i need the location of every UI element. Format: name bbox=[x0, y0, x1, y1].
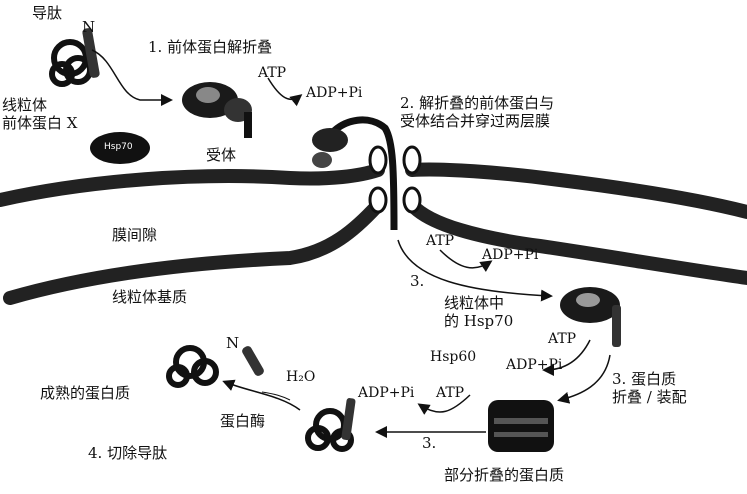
label-n-terminus-bottom: N bbox=[226, 334, 239, 352]
label-peptidase: 蛋白酶 bbox=[220, 412, 265, 430]
arrow-partial-to-mature bbox=[225, 382, 300, 410]
arrow-h2o bbox=[262, 392, 290, 400]
label-step2: 2. 解折叠的前体蛋白与 受体结合并穿过两层膜 bbox=[400, 94, 554, 130]
label-partially-folded: 部分折叠的蛋白质 bbox=[444, 466, 564, 484]
label-adp2: ADP+Pi bbox=[482, 246, 538, 264]
label-step4: 4. 切除导肽 bbox=[88, 444, 167, 462]
label-receptor: 受体 bbox=[206, 146, 236, 164]
label-adp3: ADP+Pi bbox=[506, 356, 562, 374]
hsp60-barrel-icon bbox=[488, 400, 554, 452]
label-precursor-x: 线粒体 前体蛋白 X bbox=[2, 96, 77, 132]
label-atp3: ATP bbox=[548, 330, 576, 348]
label-step3c: 3. bbox=[422, 434, 436, 452]
label-atp2: ATP bbox=[426, 232, 454, 250]
label-step3b: 3. 蛋白质 折叠 / 装配 bbox=[612, 370, 687, 406]
arrow-to-hsp60 bbox=[560, 355, 610, 400]
inner-membrane bbox=[10, 205, 747, 298]
label-step3a: 3. bbox=[410, 272, 424, 290]
receptor-icon bbox=[312, 128, 348, 168]
hsp70-cytosol-tag: Hsp70 bbox=[104, 142, 133, 152]
arrow-x-to-unfold bbox=[92, 50, 170, 100]
label-matrix: 线粒体基质 bbox=[112, 288, 187, 306]
label-hsp70-matrix: 线粒体中 的 Hsp70 bbox=[444, 294, 513, 330]
label-adp1: ADP+Pi bbox=[306, 84, 362, 102]
label-hsp60: Hsp60 bbox=[430, 348, 476, 366]
label-h2o: H₂O bbox=[286, 368, 315, 386]
label-presequence: 导肽 bbox=[32, 4, 62, 22]
label-atp1: ATP bbox=[258, 64, 286, 82]
partially-folded-protein-icon bbox=[308, 398, 356, 449]
label-mature-protein: 成熟的蛋白质 bbox=[40, 384, 130, 402]
label-n-terminus-top: N bbox=[82, 18, 95, 36]
label-step1: 1. 前体蛋白解折叠 bbox=[148, 38, 272, 56]
label-atp4: ATP bbox=[436, 384, 464, 402]
label-adp4: ADP+Pi bbox=[358, 384, 414, 402]
cleaved-presequence-icon bbox=[241, 345, 266, 378]
mature-protein-icon bbox=[169, 348, 216, 385]
label-intermembrane-space: 膜间隙 bbox=[112, 226, 157, 244]
unfolding-complex-icon bbox=[182, 82, 252, 138]
